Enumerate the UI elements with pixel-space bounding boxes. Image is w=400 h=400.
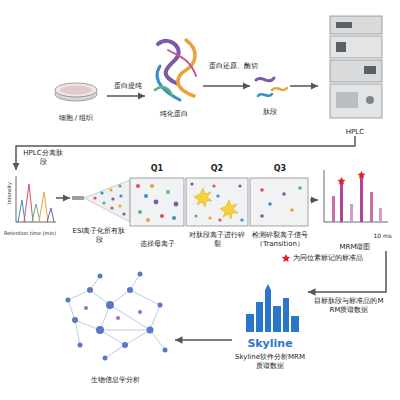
node-heading: Skyline (232, 337, 308, 350)
flow-arrow (203, 85, 250, 87)
node-caption: 检测碎裂离子信号（Transition） (250, 231, 310, 248)
quadrupole-box: Q1 选择母离子 (128, 164, 186, 248)
flow-arrow (290, 85, 318, 87)
hplc-instrument (330, 16, 382, 118)
node-caption: 纯化蛋白 (145, 110, 203, 118)
arrow-label: 目标肽段与标准品的MRM质谱数据 (312, 297, 386, 315)
cell-sample: 细胞 / 组织 (45, 74, 107, 122)
quadrupole-q2 (186, 178, 248, 226)
node-heading: Q2 (186, 164, 248, 174)
peptide-fragments (256, 78, 287, 96)
hplc-figure: HPLC (318, 10, 392, 136)
node-heading: 10 ms (318, 232, 392, 239)
flow-arrow (16, 136, 355, 170)
quadrupole-q3 (250, 178, 308, 226)
node-caption: Retention time (min) (4, 230, 56, 236)
flow-arrow (56, 197, 70, 199)
node-caption: ESI离子化所有肽段 (70, 227, 128, 244)
note-label: 为同位素标记的标准品 (292, 254, 384, 263)
mrm-figure: 10 ms MRM谱图 (318, 165, 392, 251)
flow-arrow (107, 95, 145, 97)
node-caption: 细胞 / 组织 (45, 114, 107, 122)
skyline-logo (246, 284, 299, 332)
quadrupole-q1 (130, 178, 184, 226)
network-graph (66, 272, 168, 361)
arrow-label: 蛋白还原、酶切 (206, 62, 260, 71)
network-figure: 生物信息学分析 (55, 266, 175, 384)
peptide-figure: 肽段 (250, 72, 290, 116)
chromatogram (16, 176, 56, 222)
node-caption: MRM谱图 (318, 243, 392, 251)
node-caption: 生物信息学分析 (55, 376, 175, 384)
node-caption: 选择母离子 (128, 240, 186, 248)
flow-arrow (175, 339, 232, 341)
node-caption: Skyline软件分析MRM质谱数据 (232, 353, 308, 370)
skyline-figure: SkylineSkyline软件分析MRM质谱数据 (232, 282, 308, 370)
petri-dish (55, 83, 97, 101)
quadrupole-box: Q2 对肽段离子进行碎裂 (186, 164, 248, 248)
star-symbol (282, 254, 291, 262)
esi-source (72, 180, 130, 222)
node-caption: HPLC (318, 128, 392, 136)
mrm-spectrum (324, 170, 388, 222)
protein-ribbon (155, 40, 196, 100)
protein-figure: 纯化蛋白 (145, 30, 203, 118)
flow-arrow (310, 199, 318, 201)
node-caption: 对肽段离子进行碎裂 (186, 231, 248, 248)
chromatogram-figure: IntensityRetention time (min) (4, 170, 56, 236)
arrow-label: 蛋白提纯 (110, 82, 146, 91)
node-heading: Intensity (6, 182, 12, 204)
node-heading: Q3 (250, 164, 310, 174)
arrow-label: HPLC分离肽段 (22, 149, 64, 167)
node-caption: 肽段 (250, 108, 290, 116)
node-heading: Q1 (128, 164, 186, 174)
quadrupole-box: Q3 检测碎裂离子信号（Transition） (250, 164, 310, 248)
esi-figure: ESI离子化所有肽段 (70, 180, 128, 244)
